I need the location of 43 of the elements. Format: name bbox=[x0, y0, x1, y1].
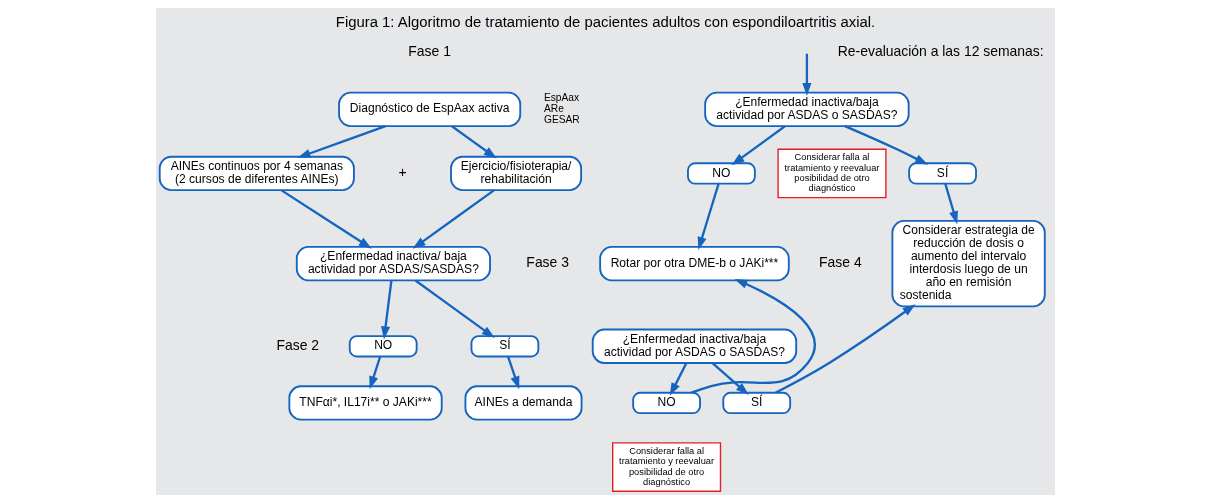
node-box: Diagnóstico de EspAax activa bbox=[337, 91, 521, 127]
label: Re-evaluación a las 12 semanas: bbox=[837, 42, 1044, 59]
node-box: SÍ bbox=[721, 391, 791, 415]
node-box: Considerar falla al tratamiento y reevaluar posibilidad de otro diagnóstico bbox=[776, 148, 887, 199]
node-box: ¿Enfermedad inactiva/ baja actividad por ASDAS/SASDAS? bbox=[295, 245, 491, 282]
label: + bbox=[398, 163, 407, 180]
node-box: NO bbox=[631, 391, 701, 415]
node-label: ARe bbox=[543, 102, 564, 114]
node-box: Considerar estrategia de reducción de dosis o aumento del intervalo interdosis luego de un año en remisión sostenida bbox=[890, 219, 1046, 308]
arrow bbox=[801, 53, 811, 97]
label: Fase 3 bbox=[525, 253, 569, 270]
node-box: TNFαi*, IL17i** o JAKi*** bbox=[287, 385, 443, 421]
label: Fase 1 bbox=[407, 42, 451, 59]
node-box: NO bbox=[686, 162, 756, 185]
node-box: NO bbox=[348, 335, 418, 358]
node-box: SÍ bbox=[907, 162, 977, 185]
node-box: SÍ bbox=[470, 335, 539, 358]
node-box: Ejercicio/fisioterapia/ rehabilitación bbox=[449, 155, 582, 192]
arrow bbox=[297, 125, 386, 158]
arrow bbox=[690, 278, 816, 394]
node-box: AINEs continuos por 4 semanas (2 cursos de diferentes AINEs) bbox=[158, 155, 355, 192]
arrow bbox=[450, 125, 497, 159]
node-box: AINEs a demanda bbox=[464, 385, 582, 421]
arrow bbox=[368, 356, 381, 390]
node-box: ¿Enfermedad inactiva/baja actividad por ASDAS o SASDAS? bbox=[591, 328, 797, 364]
node-box: Rotar por otra DME-b o JAKi*** bbox=[598, 245, 790, 282]
diagram-title: Figura 1: Algoritmo de tratamiento de pacientes adultos con espondiloartritis axial. bbox=[335, 14, 875, 31]
node-box: ¿Enfermedad inactiva/baja actividad por ASDAS o SASDAS? bbox=[703, 91, 910, 127]
label: Fase 4 bbox=[818, 253, 862, 270]
label: Fase 2 bbox=[275, 336, 319, 353]
node-label: GESAR bbox=[543, 114, 580, 126]
arrow bbox=[380, 280, 393, 340]
arrow bbox=[414, 279, 495, 339]
arrow bbox=[506, 356, 519, 390]
node-box: Considerar falla al tratamiento y reevaluar posibilidad de otro diagnóstico bbox=[611, 442, 721, 492]
arrow bbox=[697, 183, 720, 251]
arrow bbox=[280, 189, 372, 249]
node-label: EspAax bbox=[543, 91, 579, 103]
arrow bbox=[711, 362, 749, 396]
arrow bbox=[669, 362, 687, 396]
arrow bbox=[412, 189, 495, 249]
arrow bbox=[774, 304, 915, 394]
arrow bbox=[943, 183, 958, 225]
